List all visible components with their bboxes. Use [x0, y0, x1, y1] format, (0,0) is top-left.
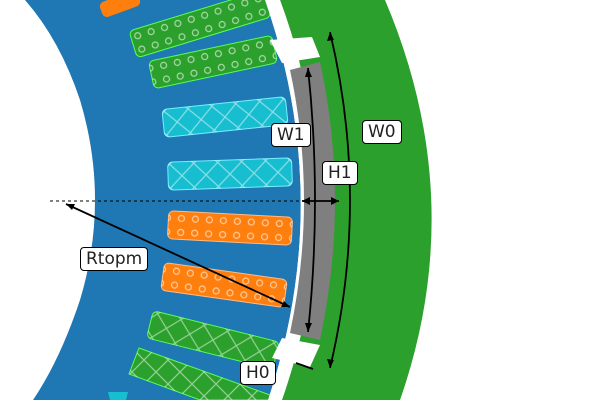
rotor-slot: [160, 262, 288, 308]
rotor-slot: [99, 0, 141, 17]
rotor-slot: [167, 157, 293, 191]
w1-arrow: [307, 67, 316, 333]
arrowheads: [66, 32, 339, 368]
slot-opening-bottom: [272, 338, 320, 367]
rotor-slot: [161, 96, 289, 138]
rotor-slot: [128, 347, 271, 400]
w0-label: W0: [362, 120, 402, 144]
w0-arrow: [329, 31, 351, 369]
h0-arrow: [295, 362, 314, 370]
h1-label: H1: [322, 161, 358, 185]
h0-label: H0: [240, 361, 276, 385]
rotor-slot: [108, 392, 128, 400]
slot-opening-top: [270, 37, 320, 63]
rtopm-arrow: [65, 203, 291, 308]
rotor-slots: [99, 0, 293, 400]
rtopm-label: Rtopm: [80, 247, 149, 271]
w1-label: W1: [271, 123, 311, 147]
rotor-bore: [0, 0, 95, 400]
rotor-slot: [167, 210, 293, 246]
rotor-slot: [148, 35, 278, 89]
